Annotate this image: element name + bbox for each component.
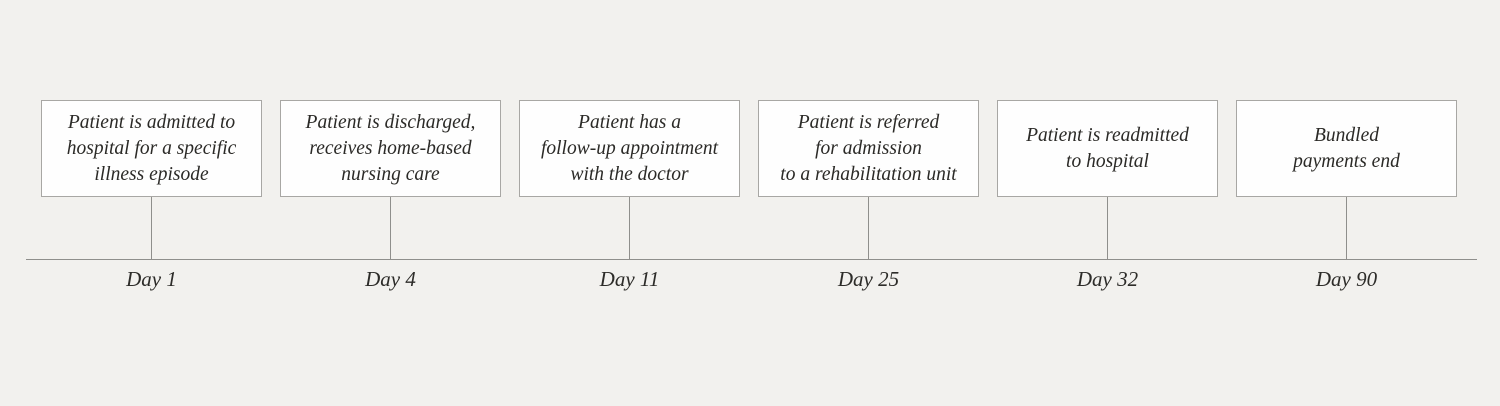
event-box: Patient is referred for admission to a r… [758, 100, 979, 197]
event-box: Patient is discharged, receives home-bas… [280, 100, 501, 197]
day-label: Day 4 [365, 267, 416, 291]
timeline-event-day-32: Patient is readmitted to hospital Day 32 [997, 100, 1218, 291]
event-text: Patient is discharged, receives home-bas… [305, 111, 476, 185]
day-label: Day 90 [1315, 267, 1378, 291]
timeline-event-day-25: Patient is referred for admission to a r… [758, 100, 979, 291]
event-box: Patient is admitted to hospital for a sp… [41, 100, 262, 197]
timeline-event-day-1: Patient is admitted to hospital for a sp… [41, 100, 262, 291]
day-label: Day 25 [837, 267, 900, 291]
event-text: Patient is admitted to hospital for a sp… [66, 111, 237, 185]
event-connector-line [629, 197, 630, 259]
event-connector-line [868, 197, 869, 259]
day-label: Day 32 [1076, 267, 1139, 291]
event-box: Patient is readmitted to hospital [997, 100, 1218, 197]
event-text: Patient has a follow-up appointment with… [540, 111, 719, 185]
timeline-event-day-90: Bundled payments end Day 90 [1236, 100, 1457, 291]
day-label: Day 1 [126, 267, 177, 291]
timeline-event-day-4: Patient is discharged, receives home-bas… [280, 100, 501, 291]
event-box: Bundled payments end [1236, 100, 1457, 197]
event-text: Patient is readmitted to hospital [1026, 124, 1189, 172]
day-label: Day 11 [599, 267, 660, 291]
event-connector-line [390, 197, 391, 259]
timeline-event-day-11: Patient has a follow-up appointment with… [519, 100, 740, 291]
event-connector-line [1346, 197, 1347, 259]
event-connector-line [1107, 197, 1108, 259]
event-text: Bundled payments end [1293, 124, 1400, 172]
event-connector-line [151, 197, 152, 259]
event-box: Patient has a follow-up appointment with… [519, 100, 740, 197]
event-text: Patient is referred for admission to a r… [780, 111, 957, 185]
timeline-axis-line [26, 259, 1477, 260]
